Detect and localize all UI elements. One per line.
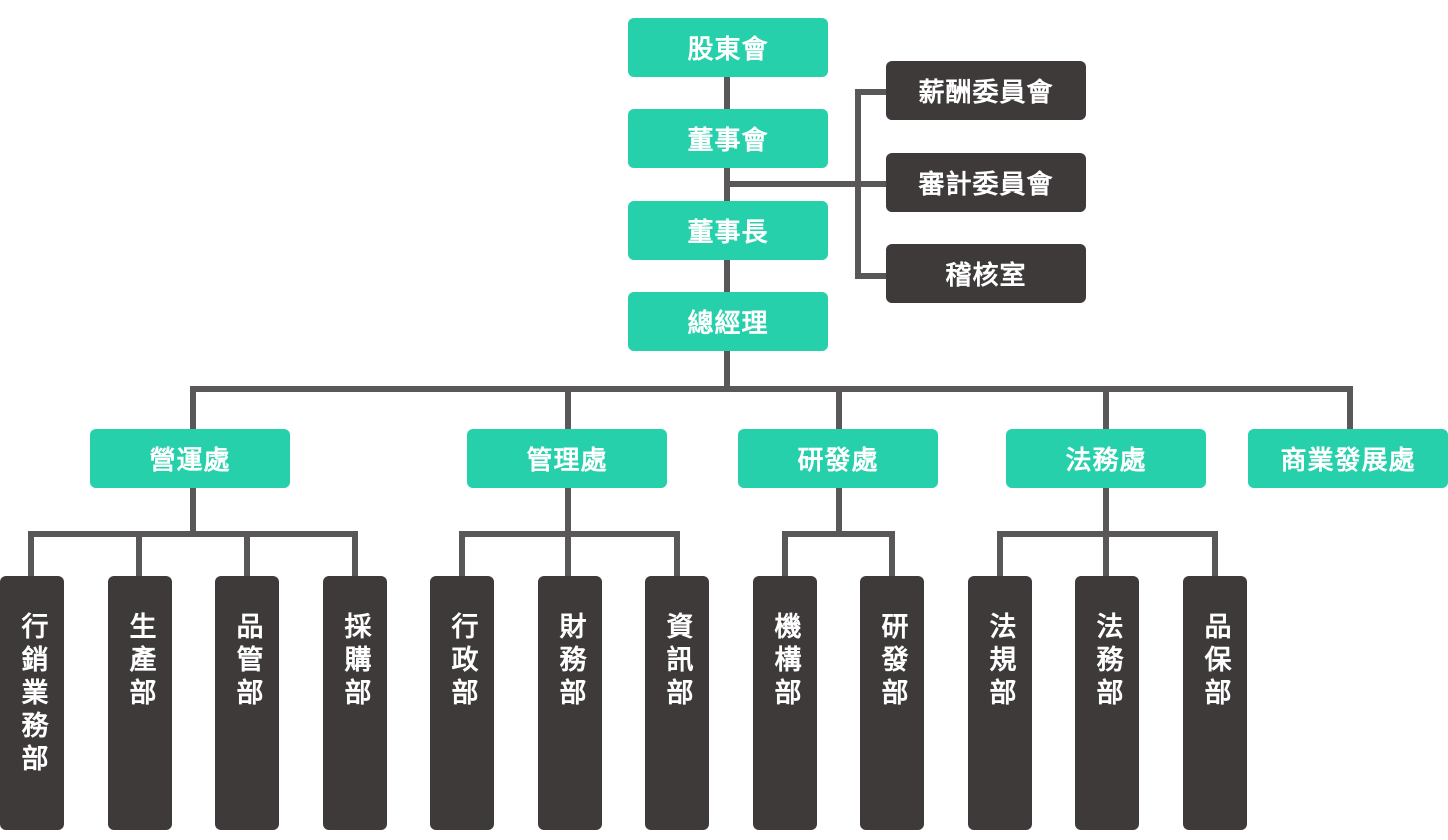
rnd-bus-line <box>782 531 895 577</box>
gm-label: 總經理 <box>687 309 769 339</box>
dept-mechanism-node: 機構部 <box>753 576 817 830</box>
dept-finance-label: 財務部 <box>554 612 586 711</box>
mgmt-bus-line <box>459 531 680 577</box>
board-label: 董事會 <box>687 126 769 156</box>
dept-qa-label: 品保部 <box>1199 612 1231 711</box>
dept-marketing-label: 行銷業務部 <box>16 612 48 777</box>
division-management-label: 管理處 <box>526 446 608 476</box>
division-management-node: 管理處 <box>467 429 667 488</box>
dept-rd-label: 研發部 <box>876 612 908 711</box>
dept-admin-node: 行政部 <box>430 576 494 830</box>
shareholders-node: 股東會 <box>628 18 828 77</box>
division-operations-node: 營運處 <box>90 429 290 488</box>
dept-finance-node: 財務部 <box>538 576 602 830</box>
legal-bus-line <box>997 531 1218 577</box>
dept-production-node: 生產部 <box>108 576 172 830</box>
chairman-node: 董事長 <box>628 201 828 260</box>
dept-production-label: 生產部 <box>124 612 156 711</box>
dept-purchasing-node: 採購部 <box>323 576 387 830</box>
shareholders-label: 股東會 <box>687 35 769 65</box>
compensation-committee-node: 薪酬委員會 <box>886 61 1086 120</box>
gm-node: 總經理 <box>628 292 828 351</box>
dept-it-label: 資訊部 <box>661 612 693 711</box>
internal-audit-label: 稽核室 <box>945 261 1027 291</box>
dept-qc-label: 品管部 <box>231 612 263 711</box>
dept-regulatory-node: 法規部 <box>968 576 1032 830</box>
dept-rd-node: 研發部 <box>860 576 924 830</box>
dept-regulatory-label: 法規部 <box>984 612 1016 711</box>
board-node: 董事會 <box>628 109 828 168</box>
division-rnd-label: 研發處 <box>797 446 879 476</box>
dept-marketing-node: 行銷業務部 <box>0 576 64 830</box>
dept-legal-affairs-label: 法務部 <box>1091 612 1123 711</box>
division-bus-line <box>190 386 1353 429</box>
division-operations-label: 營運處 <box>149 446 231 476</box>
dept-purchasing-label: 採購部 <box>339 612 371 711</box>
chairman-label: 董事長 <box>687 218 769 248</box>
division-business-dev-label: 商業發展處 <box>1280 446 1416 476</box>
compensation-committee-label: 薪酬委員會 <box>918 78 1054 108</box>
division-rnd-node: 研發處 <box>738 429 938 488</box>
dept-admin-label: 行政部 <box>446 612 478 711</box>
dept-legal-affairs-node: 法務部 <box>1075 576 1139 830</box>
audit-committee-label: 審計委員會 <box>918 170 1054 200</box>
dept-qa-node: 品保部 <box>1183 576 1247 830</box>
division-business-dev-node: 商業發展處 <box>1248 429 1448 488</box>
dept-it-node: 資訊部 <box>645 576 709 830</box>
dept-mechanism-label: 機構部 <box>769 612 801 711</box>
internal-audit-node: 稽核室 <box>886 244 1086 303</box>
dept-qc-node: 品管部 <box>215 576 279 830</box>
division-legal-label: 法務處 <box>1065 446 1147 476</box>
division-legal-node: 法務處 <box>1006 429 1206 488</box>
ops-bus-line <box>28 531 358 577</box>
audit-committee-node: 審計委員會 <box>886 153 1086 212</box>
